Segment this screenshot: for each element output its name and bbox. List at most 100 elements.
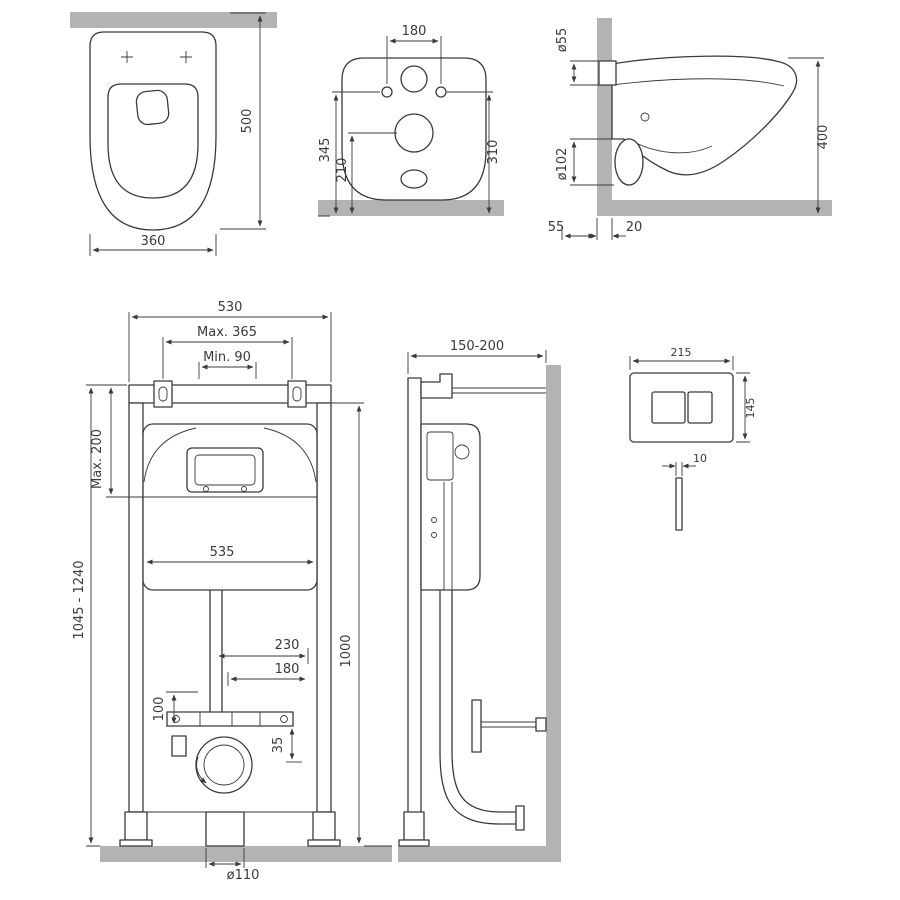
dim-label: 230: [275, 638, 300, 653]
bowl-side-outline: [611, 55, 798, 176]
dim-label: Max. 365: [197, 325, 257, 340]
flush-plate: [629, 372, 734, 443]
bowl-inner-rim: [107, 83, 199, 199]
flush-inlet-hole: [400, 65, 428, 93]
dim-plate-height-145: 145: [736, 372, 757, 443]
dim-width-360: 360: [89, 234, 217, 256]
flush-plate-edge-view: [675, 477, 683, 531]
dim-230: 230: [218, 638, 309, 664]
dim-label: 180: [275, 662, 300, 677]
dim-label: 310: [486, 140, 501, 165]
mounting-hole-right: [435, 86, 447, 98]
cistern-tank: [142, 423, 318, 591]
view-frame-front: 530 Max. 365 Min. 90 Max. 200 1045 - 124…: [72, 300, 392, 883]
dim-flush-pipe-d55: ø55: [555, 28, 599, 86]
dim-plate-thickness-10: 10: [662, 452, 707, 476]
floor-section: [318, 200, 504, 216]
fill-valve-side: [426, 431, 454, 481]
wall-section: [70, 12, 277, 28]
mounting-bolt: [640, 112, 650, 122]
frame-foot-right: [312, 811, 336, 841]
frame-foot-left: [124, 811, 148, 841]
inlet-connection: [454, 444, 470, 460]
support-wall-nut: [535, 717, 547, 732]
dim-label: Min. 90: [203, 350, 251, 365]
wall-section: [597, 18, 612, 216]
top-bracket-right-slot: [292, 386, 302, 402]
dim-offset-20: 20: [584, 218, 642, 240]
dim-label: 345: [318, 138, 333, 163]
trap-contour-line: [633, 141, 713, 154]
dim-100: 100: [152, 691, 198, 727]
dim-180: 180: [227, 662, 306, 686]
dim-plate-width-215: 215: [629, 346, 734, 370]
view-frame-side: 150-200: [398, 339, 561, 862]
tank-bolt-1: [431, 517, 437, 523]
dim-label: 10: [693, 452, 707, 465]
floor-section: [100, 846, 392, 862]
dim-outlet-d102: ø102: [555, 138, 614, 186]
top-bracket-left: [153, 380, 173, 408]
dim-label: 20: [626, 220, 643, 235]
outlet-pipe-section: [614, 138, 644, 186]
pipe-clamp: [171, 735, 187, 757]
flush-pipe-section: [598, 60, 617, 86]
dim-35: 35: [271, 728, 302, 763]
view-bowl-side: ø55 ø102 400 55 20: [548, 18, 832, 240]
dim-max-200: Max. 200: [90, 384, 143, 498]
bowl-back-outline: [341, 57, 487, 201]
top-hook-bracket: [420, 373, 453, 399]
drain-pipe: [205, 811, 245, 847]
dim-label: 400: [816, 125, 831, 150]
foot-plate-left: [119, 839, 153, 847]
frame-foot-side: [403, 811, 425, 841]
floor-section: [398, 846, 561, 862]
bowl-outline: [89, 31, 217, 231]
flush-down-pipe: [209, 589, 223, 713]
support-rod: [480, 721, 546, 728]
outlet-elbow: [439, 751, 517, 825]
rotation-arrow: [196, 756, 207, 784]
dim-height-range: 1045 - 1240: [72, 384, 127, 847]
dim-label: 145: [744, 398, 757, 419]
dim-label: ø102: [555, 148, 570, 181]
top-bracket-left-slot: [158, 386, 168, 402]
rail-bolt-right: [280, 715, 288, 723]
dim-label: Max. 200: [90, 429, 105, 489]
dim-offset-55: 55: [548, 218, 598, 240]
flush-pipe-side: [439, 589, 453, 753]
drain-opening: [400, 169, 428, 189]
mounting-cross-marks: [121, 51, 192, 63]
floor-section: [612, 200, 832, 216]
dim-label: 360: [141, 234, 166, 249]
dim-label: 215: [671, 346, 692, 359]
dim-label: 530: [218, 300, 243, 315]
dim-label: ø55: [555, 28, 570, 53]
mounting-rail: [166, 711, 294, 727]
dim-label: 500: [240, 109, 255, 134]
dim-width-530: 530: [128, 300, 332, 382]
foot-plate-right: [307, 839, 341, 847]
view-bowl-top: 500 360: [70, 12, 277, 256]
frame-right-rail: [316, 402, 332, 813]
dim-label: 1045 - 1240: [72, 560, 87, 639]
view-flush-plate: 215 145 10: [629, 346, 757, 531]
dim-min-90: Min. 90: [198, 350, 257, 379]
mounting-hole-left: [381, 86, 393, 98]
wall-anchor-rod-top: [452, 387, 546, 394]
dim-height-345: 345: [318, 91, 380, 217]
inspection-window: [186, 447, 264, 493]
wall-section: [546, 365, 561, 846]
window-screw-right: [241, 486, 247, 492]
dim-height-1000: 1000: [331, 402, 392, 847]
outlet-connector: [515, 805, 525, 831]
dim-height-400: 400: [788, 57, 831, 214]
rim-contour-line: [611, 78, 785, 87]
flush-button-small: [687, 391, 713, 424]
tank-bolt-2: [431, 532, 437, 538]
mounting-rail-ticks: [199, 712, 261, 726]
dim-drain-d110: ø110: [205, 848, 259, 883]
flush-opening: [135, 89, 170, 126]
cistern-contours: [143, 427, 317, 498]
